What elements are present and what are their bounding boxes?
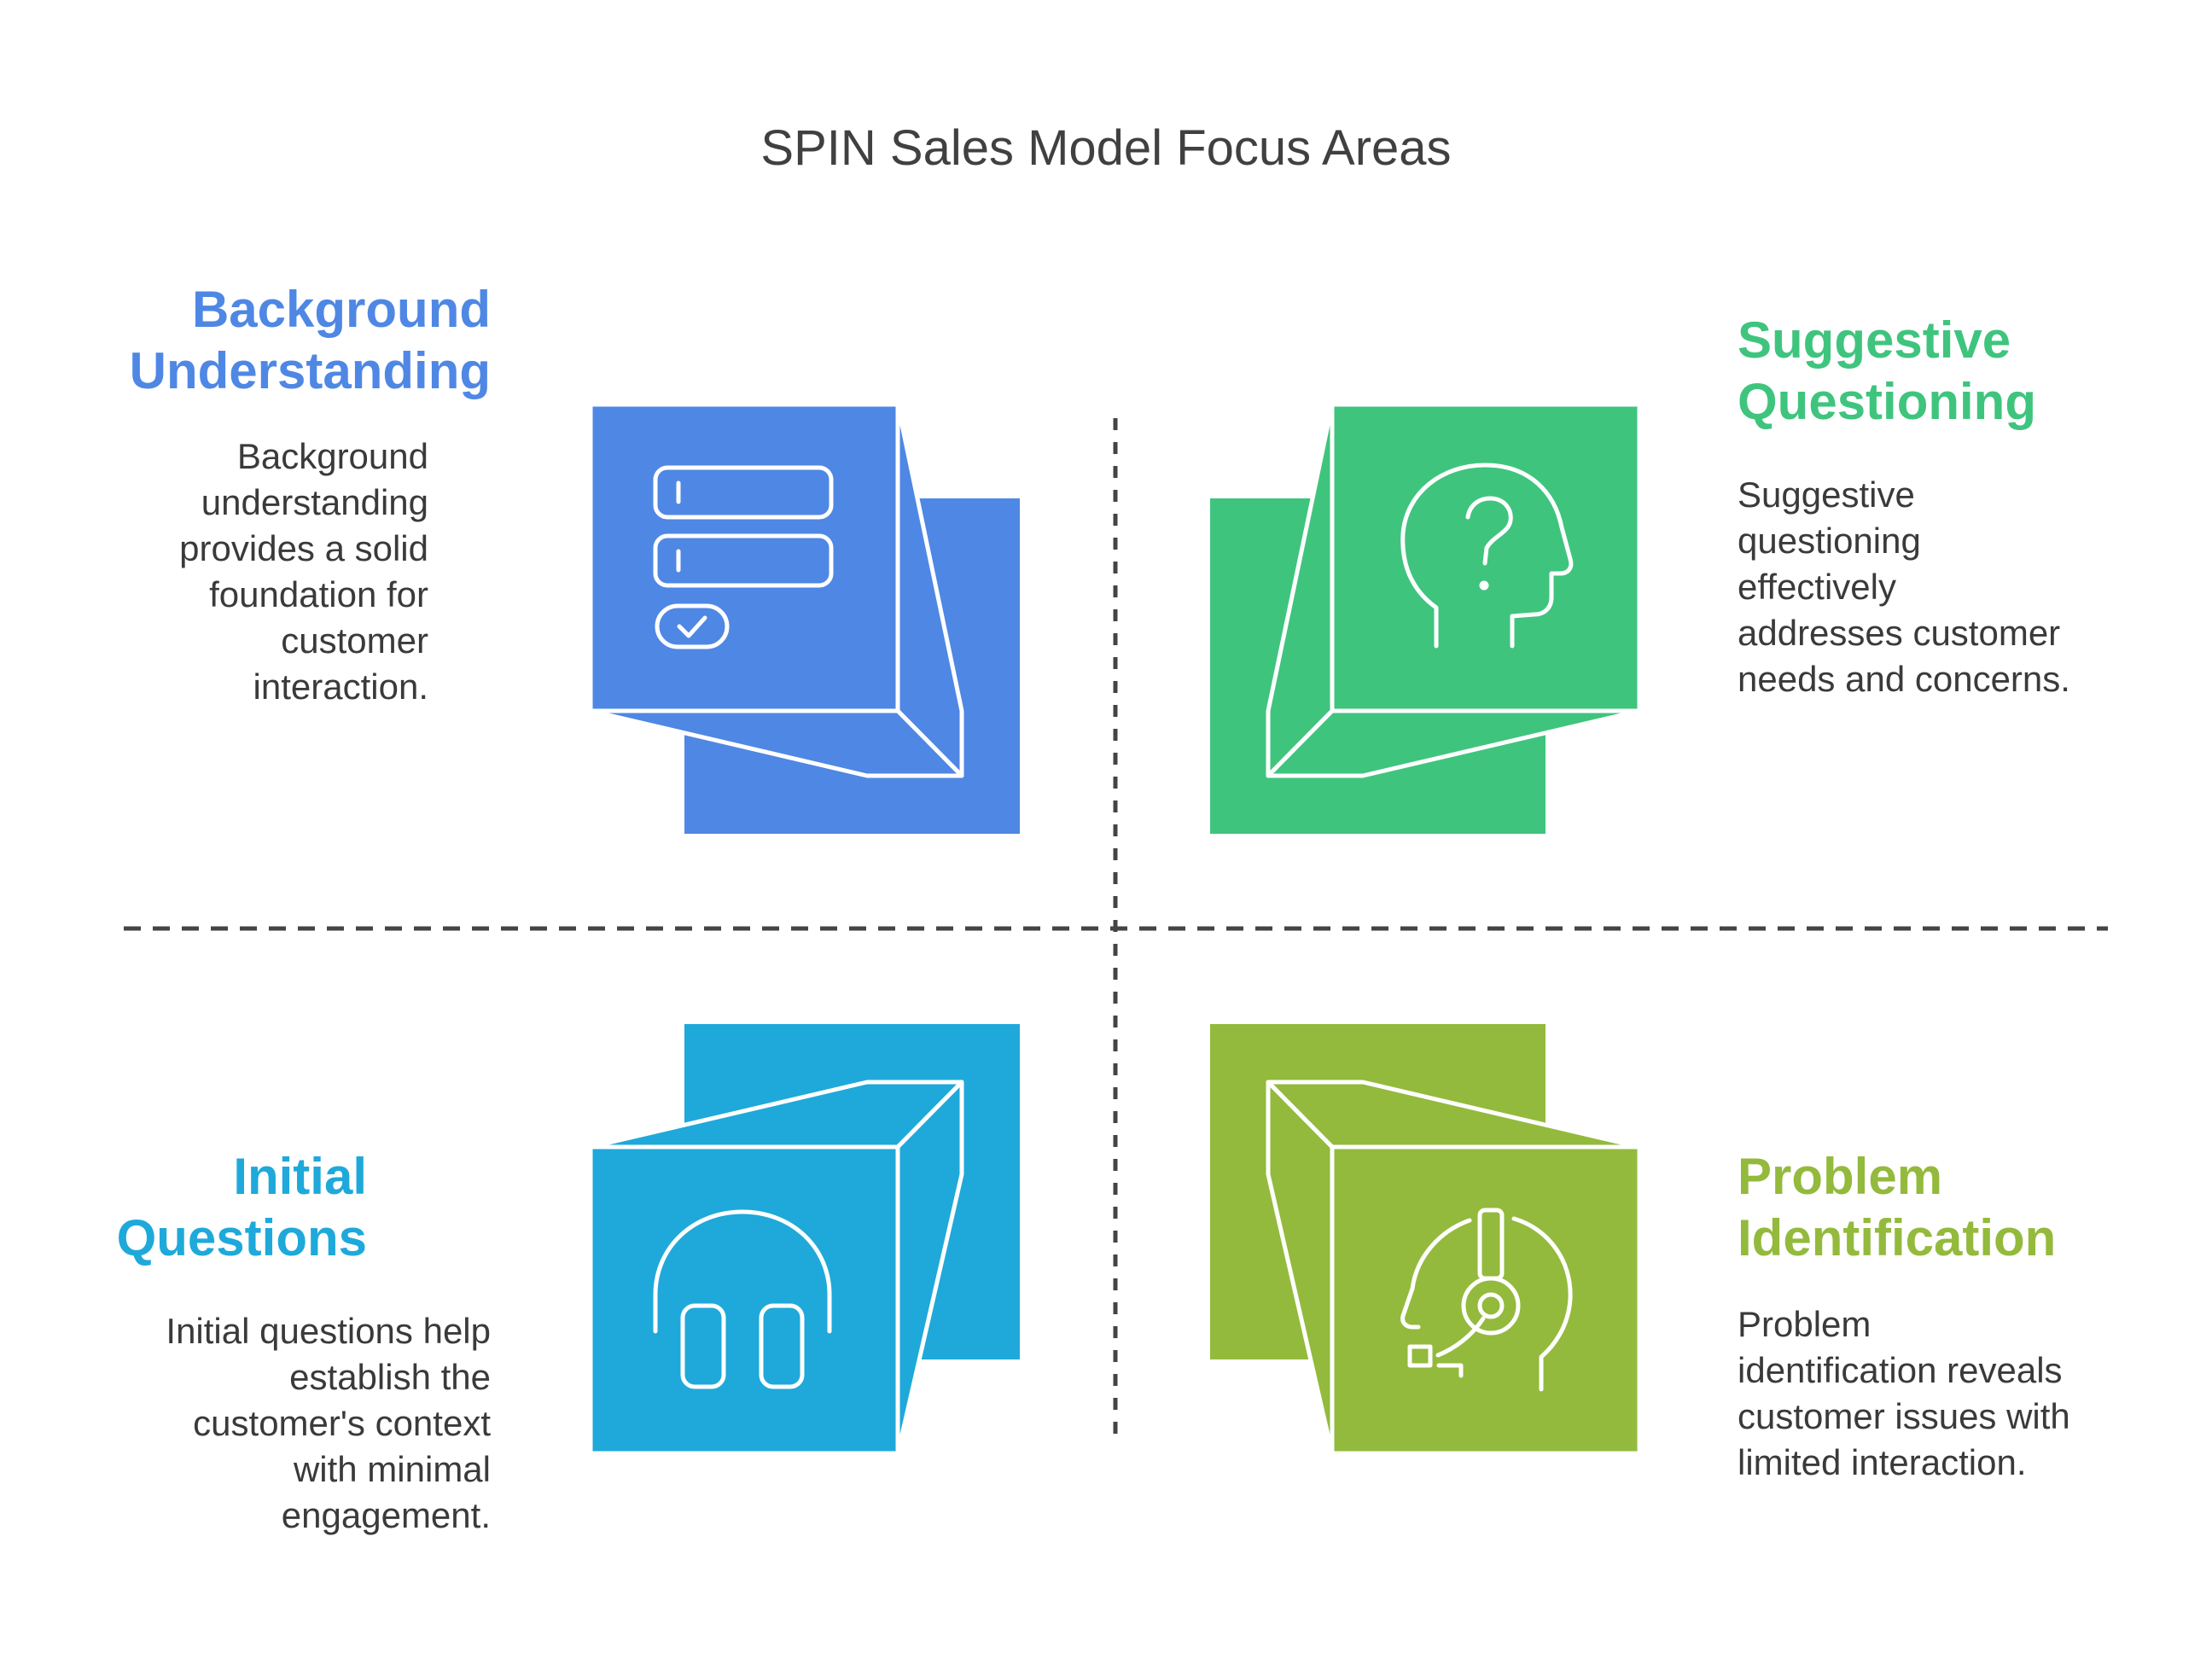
background-block [588, 402, 1020, 834]
initial-description: Initial questions help establish the cus… [166, 1311, 491, 1535]
background-description: Background understanding provides a soli… [179, 436, 428, 707]
page-title: SPIN Sales Model Focus Areas [760, 120, 1452, 176]
background-front-square [588, 402, 900, 713]
background-heading: Background Understanding [129, 281, 491, 399]
suggestive-heading: Suggestive Questioning [1738, 311, 2036, 430]
head-question-icon [1400, 463, 1574, 649]
problem-block [1210, 1024, 1642, 1456]
problem-front-square [1330, 1144, 1642, 1456]
initial-heading: Initial Questions [116, 1148, 367, 1266]
problem-description: Problem identification reveals customer … [1738, 1304, 2070, 1482]
initial-block [588, 1024, 1020, 1456]
initial-front-square [588, 1144, 900, 1456]
suggestive-block [1210, 402, 1642, 834]
problem-heading: Problem Identification [1738, 1148, 2057, 1266]
suggestive-description: Suggestive questioning effectively addre… [1738, 474, 2070, 699]
headphones-icon [653, 1209, 832, 1389]
headset-agent-icon [1400, 1208, 1573, 1392]
form-checklist-icon [653, 465, 834, 649]
